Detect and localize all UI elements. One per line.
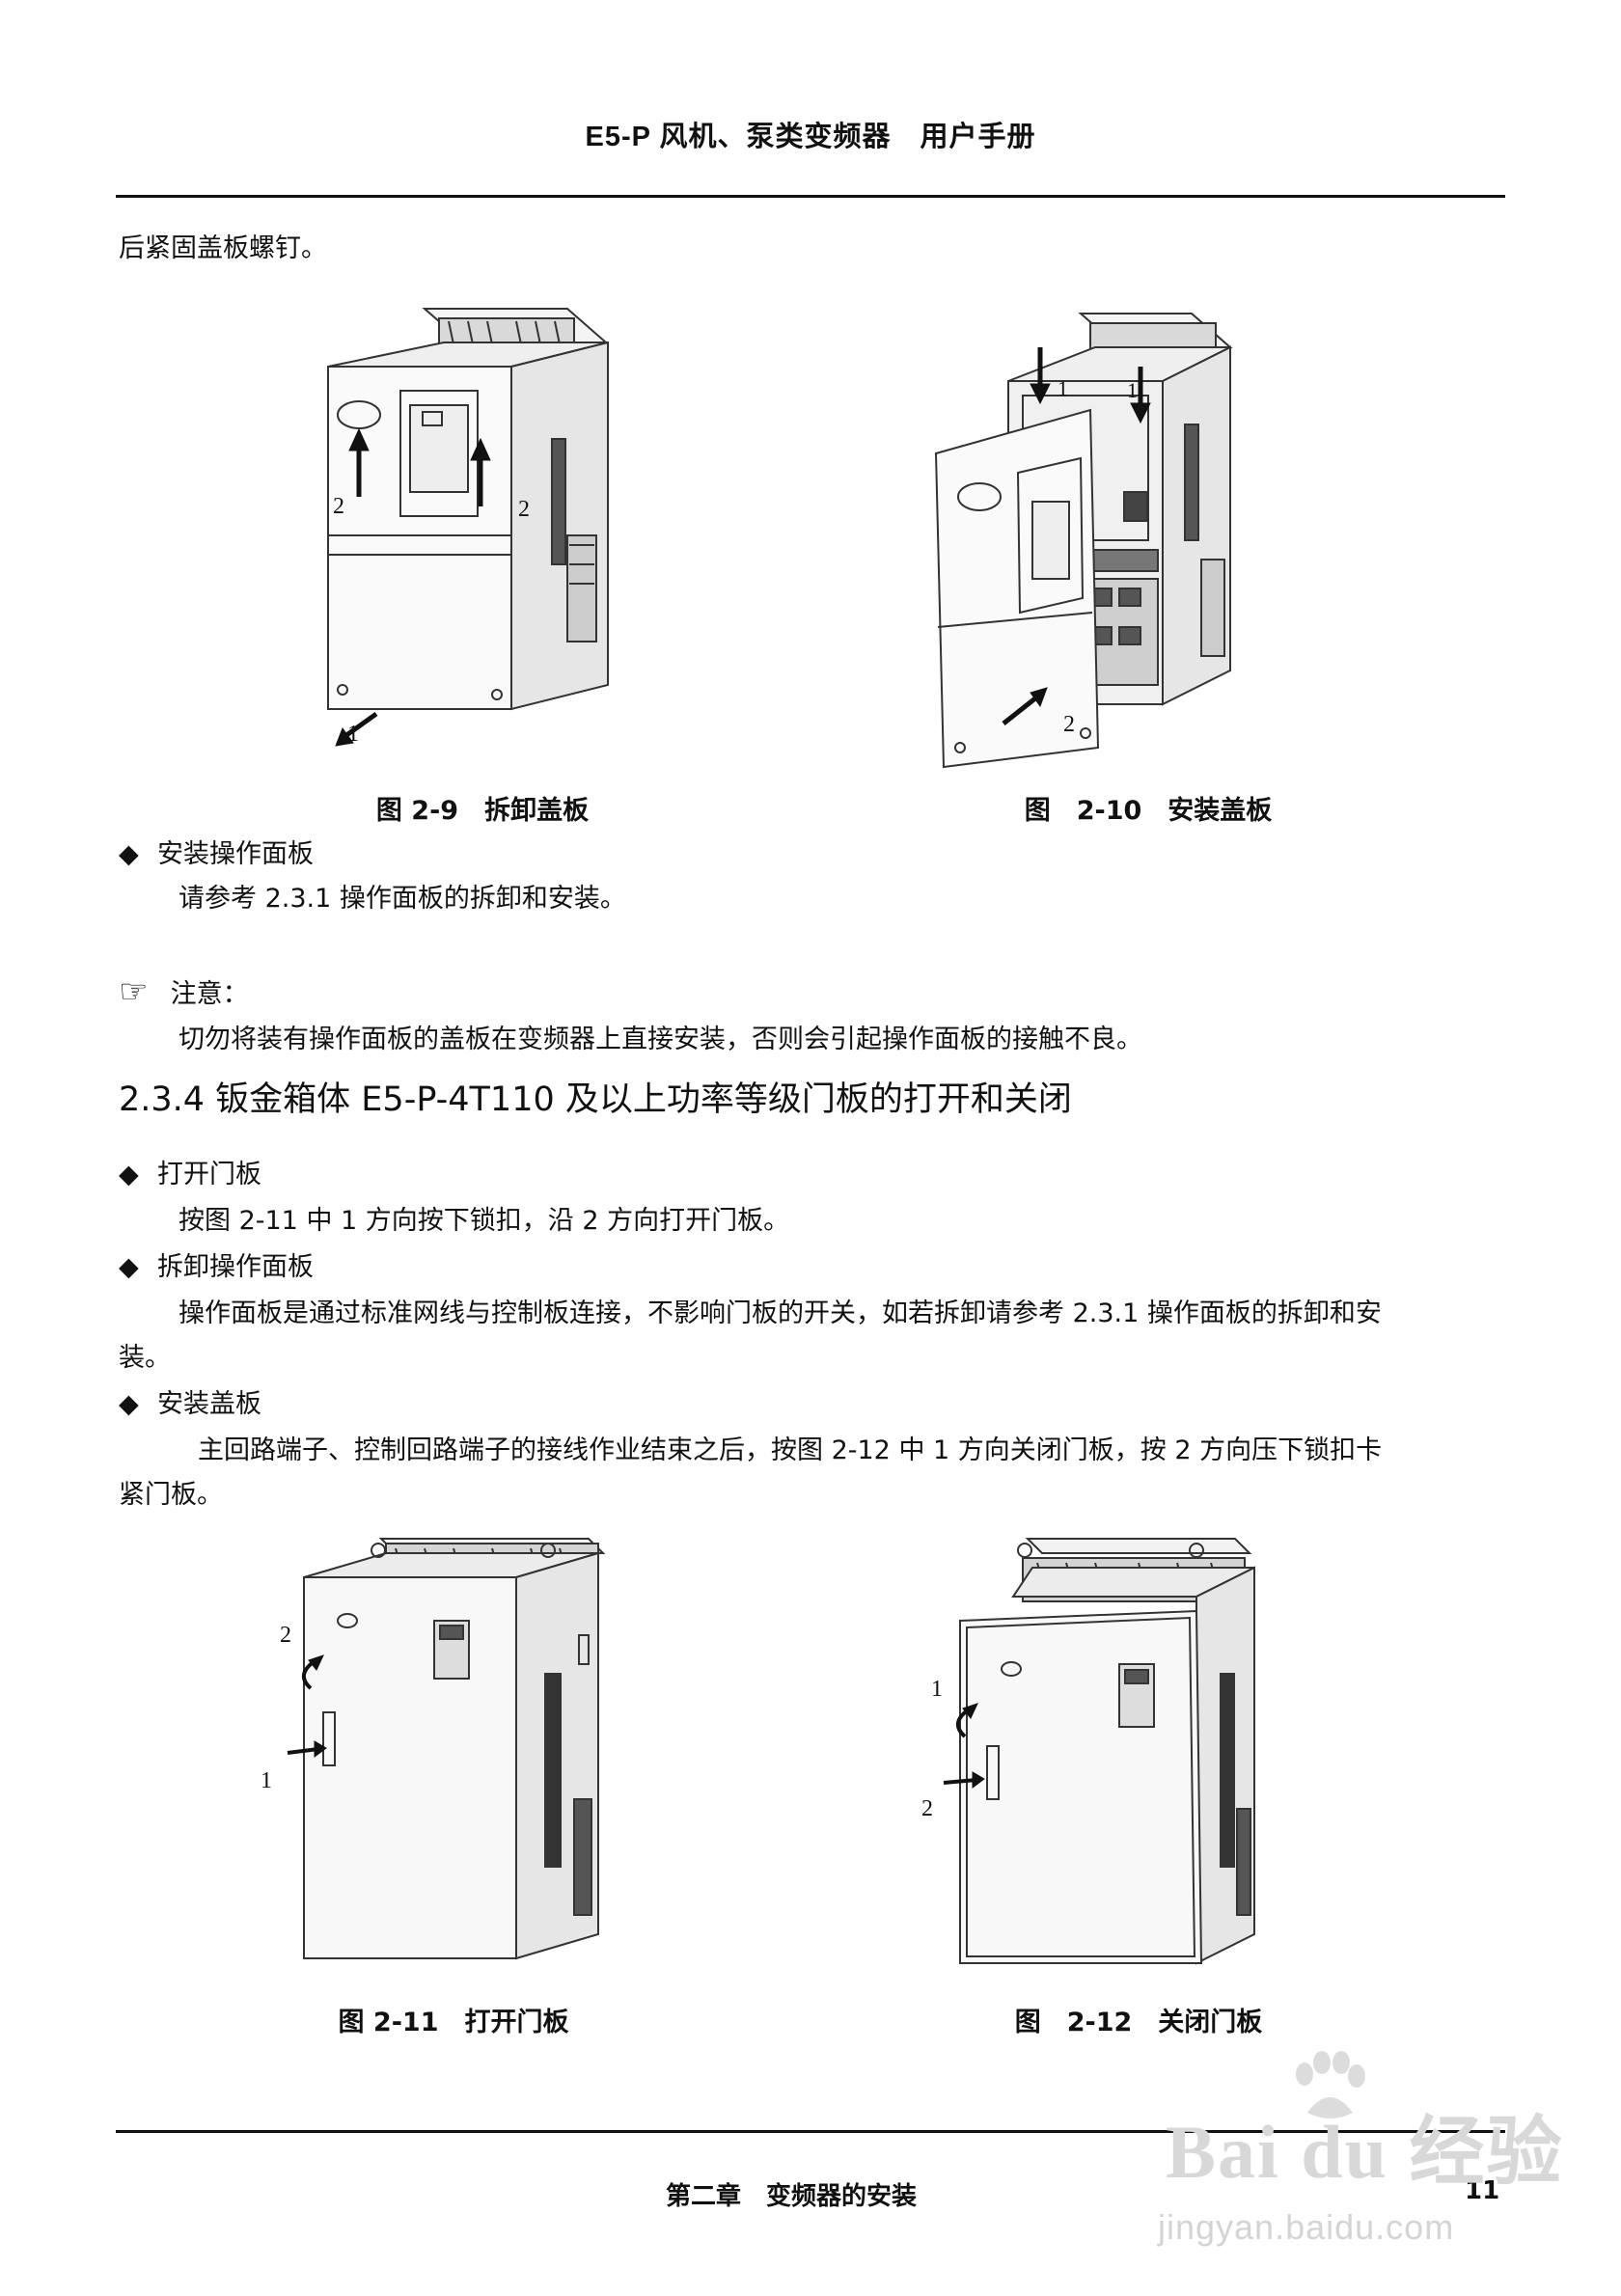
fig12-label-1: 1 [931,1677,943,1702]
footer-chapter: 第二章 变频器的安装 [666,2182,918,2211]
fig12-label-2: 2 [921,1796,933,1821]
bullet-marker: ◆ [119,1389,139,1419]
bullet-title: 安装盖板 [157,1389,261,1419]
pointing-hand-icon: ☞ [119,972,149,1011]
figure-2-10-caption: 图 2-10 安装盖板 [1024,796,1273,826]
figure-2-11-illustration [287,1538,606,1960]
fig11-label-1: 1 [261,1768,272,1793]
header-divider [116,195,1505,198]
footer-divider [116,2130,1505,2133]
baidu-watermark-logo: Bai du 经验 [1166,2110,1564,2194]
figure-2-9-caption: 图 2-9 拆卸盖板 [375,796,590,826]
fig11-label-2: 2 [280,1623,291,1648]
install-cover-body-line2: 紧门板。 [119,1480,223,1510]
remove-panel-body-line2: 装。 [119,1343,171,1373]
baidu-watermark-url: jingyan.baidu.com [1158,2207,1455,2247]
figure-2-11-caption: 图 2-11 打开门板 [338,2008,569,2037]
intro-text: 后紧固盖板螺钉。 [119,233,327,263]
section-heading: 2.3.4 钣金箱体 E5-P-4T110 及以上功率等级门板的打开和关闭 [119,1080,1072,1119]
note-body: 切勿将装有操作面板的盖板在变频器上直接安装，否则会引起操作面板的接触不良。 [179,1025,1142,1054]
fig10-label-1-left: 1 [1058,376,1068,400]
page-header-title: E5-P 风机、泵类变频器 用户手册 [585,122,1036,152]
bullet-install-cover: ◆ 安装盖板 [119,1385,261,1424]
bullet-remove-panel: ◆ 拆卸操作面板 [119,1248,314,1287]
figure-2-12-caption: 图 2-12 关闭门板 [1014,2008,1263,2037]
figure-2-12-illustration [943,1538,1255,1965]
bullet-title: 打开门板 [157,1160,261,1189]
figure-2-10-illustration [934,313,1233,769]
bullet-marker: ◆ [119,839,139,869]
note-header: ☞ 注意： [119,972,249,1014]
bullet-install-panel: ◆ 安装操作面板 [119,835,314,874]
figure-2-9-illustration [327,308,609,747]
remove-panel-body-line1: 操作面板是通过标准网线与控制板连接，不影响门板的开关，如若拆卸请参考 2.3.1… [179,1298,1382,1328]
fig9-label-2-left: 2 [333,494,344,519]
bullet-title: 拆卸操作面板 [157,1252,314,1282]
bullet-title: 安装操作面板 [157,839,314,869]
baidu-paw-icon [1296,2051,1365,2118]
open-door-body: 按图 2-11 中 1 方向按下锁扣，沿 2 方向打开门板。 [179,1206,790,1236]
bullet-marker: ◆ [119,1252,139,1282]
fig10-label-1-right: 1 [1127,378,1138,402]
install-cover-body-line1: 主回路端子、控制回路端子的接线作业结束之后，按图 2-12 中 1 方向关闭门板… [198,1435,1383,1465]
fig10-label-2: 2 [1063,712,1075,737]
bullet-open-door: ◆ 打开门板 [119,1156,261,1194]
install-panel-body: 请参考 2.3.1 操作面板的拆卸和安装。 [179,884,626,914]
fig9-label-1: 1 [347,722,359,747]
note-title: 注意： [170,979,249,1009]
footer-page-number: 11 [1465,2176,1500,2205]
fig9-label-2-right: 2 [518,497,530,522]
bullet-marker: ◆ [119,1160,139,1189]
